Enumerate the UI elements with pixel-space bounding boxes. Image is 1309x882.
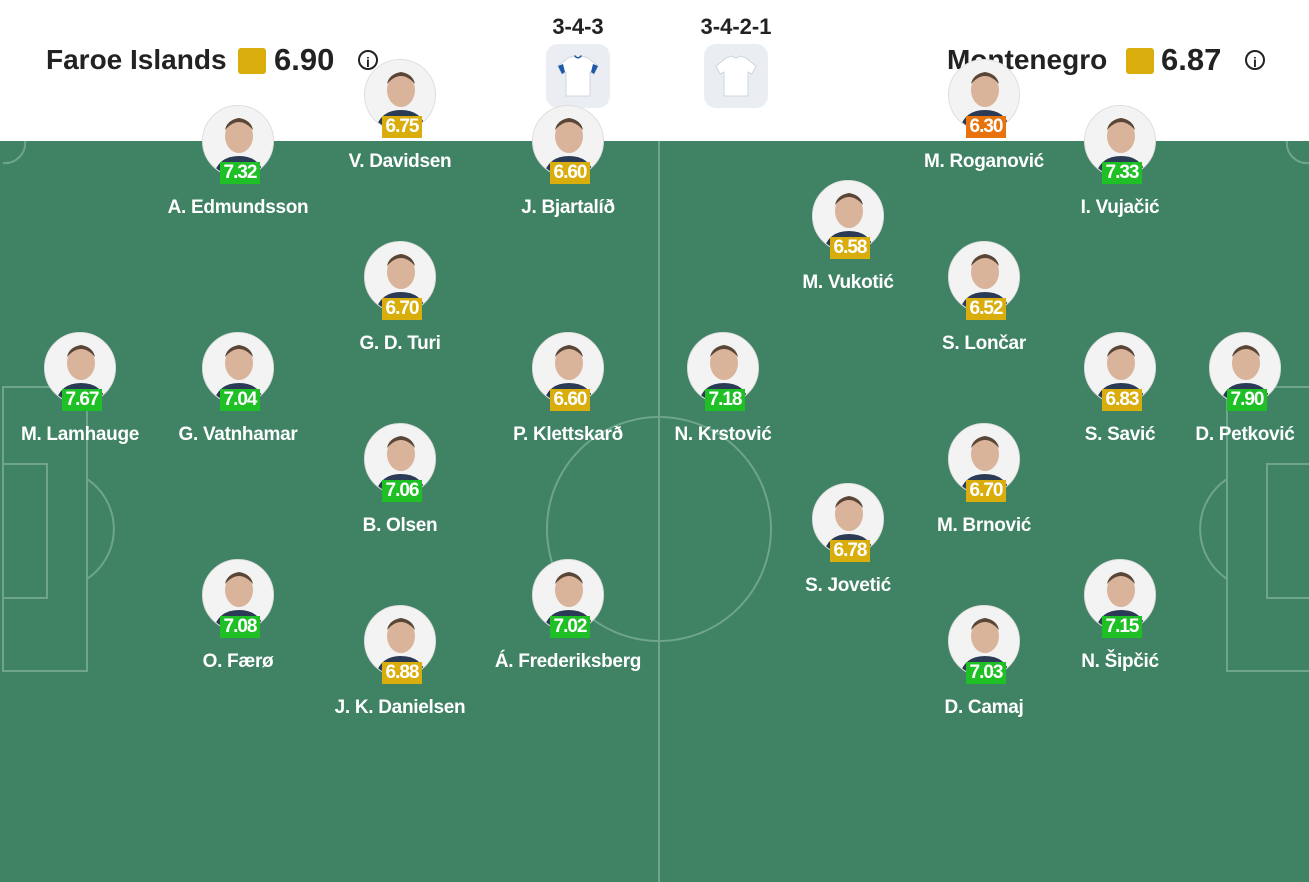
player-name[interactable]: M. Vukotić xyxy=(802,272,894,293)
player-name[interactable]: O. Færø xyxy=(202,651,274,672)
pitch-markings xyxy=(2,141,1309,882)
player-rating-badge: 7.08 xyxy=(220,616,260,638)
player-avatar[interactable] xyxy=(532,332,604,404)
home-rating-badge xyxy=(238,48,266,74)
away-team-rating: 6.87 xyxy=(1161,42,1222,77)
away-rating-badge xyxy=(1126,48,1154,74)
player-rating-badge: 7.67 xyxy=(62,389,102,411)
home-shirt-icon xyxy=(546,44,610,108)
player-name[interactable]: A. Edmundsson xyxy=(167,197,309,218)
player-rating-badge: 6.52 xyxy=(966,298,1006,320)
player-rating-badge: 7.03 xyxy=(966,662,1006,684)
away-info-icon[interactable]: i xyxy=(1245,50,1265,70)
player-name[interactable]: S. Jovetić xyxy=(805,575,891,596)
player-name[interactable]: M. Roganović xyxy=(924,151,1044,172)
player-rating-badge: 7.15 xyxy=(1102,616,1142,638)
player-rating-badge: 6.78 xyxy=(830,540,870,562)
player-name[interactable]: N. Krstović xyxy=(674,424,772,445)
player-name[interactable]: B. Olsen xyxy=(362,515,438,536)
player-name[interactable]: M. Lamhauge xyxy=(20,424,140,445)
player-name[interactable]: S. Savić xyxy=(1084,424,1156,445)
player-name[interactable]: S. Lončar xyxy=(942,333,1026,354)
player-rating-badge: 6.88 xyxy=(382,662,422,684)
player-rating-badge: 7.32 xyxy=(220,162,260,184)
player-name[interactable]: P. Klettskarð xyxy=(513,424,623,445)
player-name[interactable]: J. K. Danielsen xyxy=(334,697,466,718)
home-info-icon[interactable]: i xyxy=(358,50,378,70)
player-name[interactable]: J. Bjartalíð xyxy=(521,197,615,218)
home-team-rating: 6.90 xyxy=(274,42,335,77)
player-name[interactable]: D. Camaj xyxy=(944,697,1024,718)
player-name[interactable]: G. Vatnhamar xyxy=(178,424,298,445)
player-rating-badge: 6.83 xyxy=(1102,389,1142,411)
player-name[interactable]: G. D. Turi xyxy=(359,333,441,354)
player-rating-badge: 6.75 xyxy=(382,116,422,138)
player-name[interactable]: M. Brnović xyxy=(936,515,1032,536)
player-avatar[interactable] xyxy=(1084,559,1156,631)
player-rating-badge: 7.18 xyxy=(705,389,745,411)
player-rating-badge: 6.30 xyxy=(966,116,1006,138)
player-rating-badge: 6.60 xyxy=(550,389,590,411)
player-rating-badge: 7.33 xyxy=(1102,162,1142,184)
player-rating-badge: 6.58 xyxy=(830,237,870,259)
player-rating-badge: 6.70 xyxy=(966,480,1006,502)
player-name[interactable]: D. Petković xyxy=(1195,424,1295,445)
pitch xyxy=(0,141,1309,882)
home-team-name[interactable]: Faroe Islands xyxy=(46,44,227,75)
away-shirt-icon xyxy=(704,44,768,108)
player-name[interactable]: Á. Frederiksberg xyxy=(494,651,642,672)
player-name[interactable]: I. Vujačić xyxy=(1080,197,1160,218)
player-rating-badge: 6.70 xyxy=(382,298,422,320)
player-rating-badge: 6.60 xyxy=(550,162,590,184)
player-avatar[interactable] xyxy=(812,180,884,252)
player-rating-badge: 7.90 xyxy=(1227,389,1267,411)
away-formation: 3-4-2-1 xyxy=(700,14,772,39)
home-formation: 3-4-3 xyxy=(552,14,604,39)
player-rating-badge: 7.06 xyxy=(382,480,422,502)
player-name[interactable]: N. Šipčić xyxy=(1081,651,1159,672)
player-rating-badge: 7.04 xyxy=(220,389,260,411)
player-name[interactable]: V. Davidsen xyxy=(348,151,452,172)
player-rating-badge: 7.02 xyxy=(550,616,590,638)
